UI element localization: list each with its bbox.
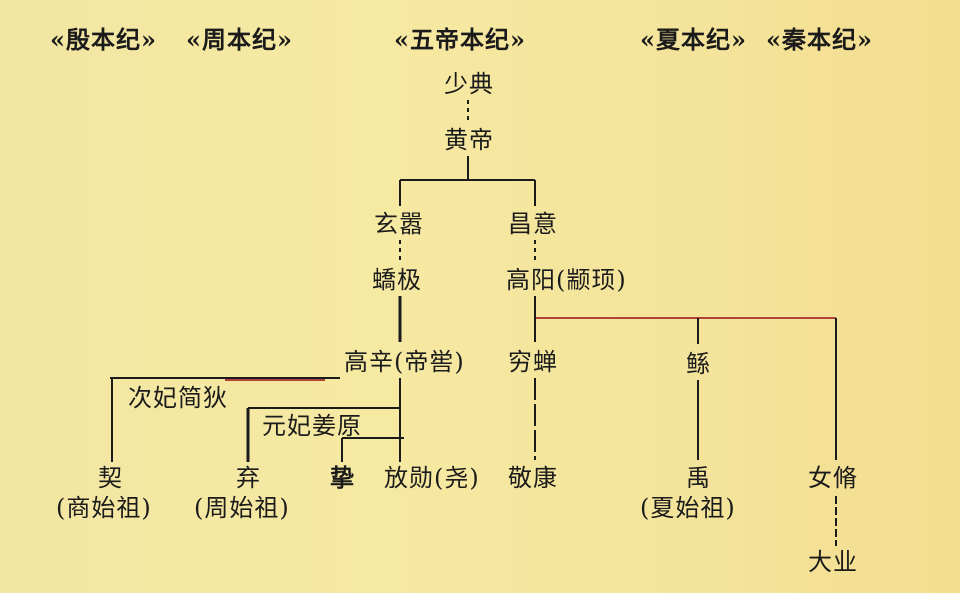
node-yuanfei-jiangyuan: 元妃姜原 (262, 412, 362, 440)
header-yin-benji: «殷本纪» (50, 25, 157, 54)
node-xie-note: (商始祖) (56, 494, 152, 522)
node-gun: 鲧 (686, 350, 711, 378)
node-daye: 大业 (808, 548, 858, 576)
header-wudi-benji: «五帝本纪» (394, 25, 526, 54)
node-xie: 契 (98, 464, 123, 492)
node-qi-note: (周始祖) (194, 494, 290, 522)
node-huangdi: 黄帝 (444, 126, 494, 154)
node-jingkang: 敬康 (508, 464, 558, 492)
header-qin-benji: «秦本纪» (766, 25, 873, 54)
node-xuanxiao: 玄嚣 (374, 210, 424, 238)
node-zhi: 挚 (330, 463, 355, 492)
node-jiaoji: 蟜极 (372, 266, 422, 294)
node-gaoyang: 高阳(颛顼) (506, 266, 627, 294)
node-changyi: 昌意 (508, 210, 558, 238)
node-qiongchan: 穷蝉 (508, 348, 558, 376)
node-gaoxin: 高辛(帝喾) (344, 348, 465, 376)
node-shaodian: 少典 (444, 70, 494, 98)
node-yu: 禹 (686, 464, 711, 492)
node-yu-note: (夏始祖) (640, 494, 736, 522)
node-nvxiu: 女脩 (808, 464, 858, 492)
node-qi: 弃 (236, 464, 261, 492)
node-fangxun: 放勋(尧) (384, 464, 480, 492)
node-cifei-jiandi: 次妃简狄 (128, 384, 228, 412)
header-xia-benji: «夏本纪» (640, 25, 747, 54)
header-zhou-benji: «周本纪» (186, 25, 293, 54)
